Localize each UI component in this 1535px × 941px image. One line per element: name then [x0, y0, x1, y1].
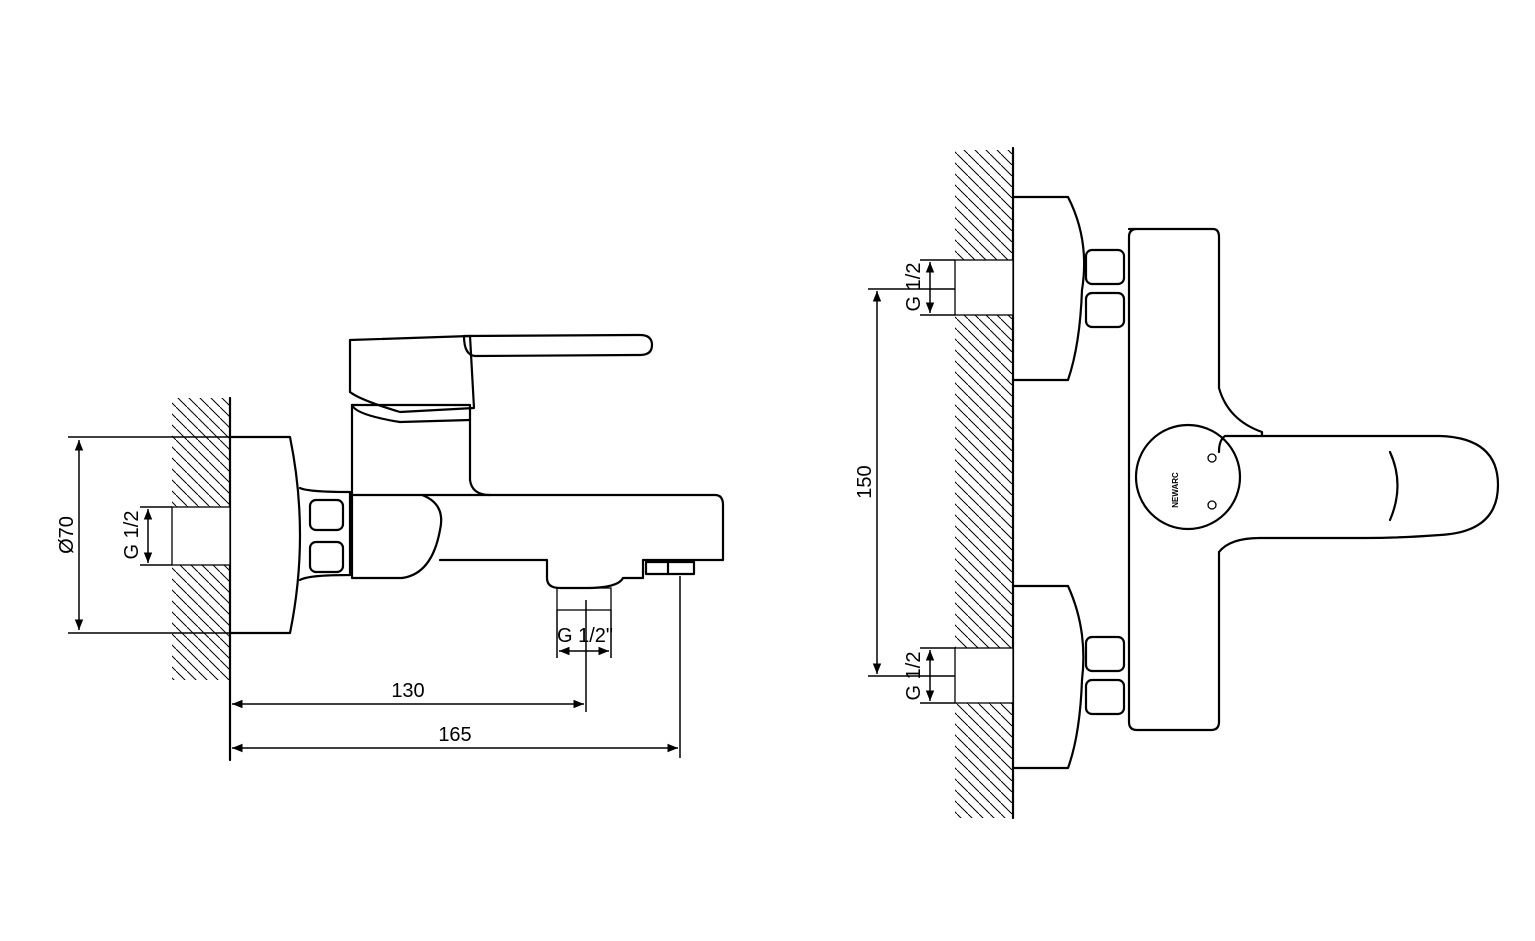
side-body	[350, 403, 725, 590]
front-view: NEWARC G 1/2 G 1/2 150	[854, 146, 1500, 820]
front-top-escutcheon	[1011, 195, 1086, 382]
front-body	[1127, 227, 1264, 732]
side-escutcheon	[228, 435, 302, 635]
front-bottom-escutcheon	[1011, 584, 1085, 770]
side-outlet-thread-label: G 1/2"	[557, 625, 613, 647]
outlet-distance-label: 130	[391, 680, 424, 702]
diameter-dimension: Ø70	[56, 436, 290, 634]
diameter-label: Ø70	[56, 516, 78, 554]
front-top-nut	[1084, 248, 1126, 329]
side-lever	[348, 333, 654, 424]
side-view: Ø70 G 1/2 G 1/2" 130 165	[56, 333, 725, 762]
side-outlet-thread	[556, 587, 612, 611]
spout-distance-label: 165	[438, 724, 471, 746]
brand-logo: NEWARC	[1171, 472, 1180, 508]
center-distance-label: 150	[854, 465, 876, 498]
spout-distance-dimension: 165	[232, 576, 681, 758]
side-outlet-thread-dimension: G 1/2"	[556, 610, 613, 658]
front-lever	[1217, 434, 1500, 554]
side-nut	[298, 486, 352, 582]
outlet-distance-dimension: 130	[232, 600, 587, 712]
side-aerator	[644, 560, 696, 576]
side-body-top	[350, 403, 492, 497]
front-knob: NEWARC	[1134, 423, 1242, 531]
side-inlet-thread-label: G 1/2	[121, 511, 143, 560]
front-bottom-nut	[1084, 635, 1126, 716]
front-wall	[955, 146, 1015, 820]
side-inlet-thread	[171, 506, 231, 566]
front-top-thread-dimension: G 1/2	[903, 259, 955, 316]
side-wall	[172, 396, 232, 762]
center-distance-dimension: 150	[854, 288, 955, 677]
front-bottom-thread	[954, 647, 1014, 704]
front-lever-contour	[1388, 450, 1399, 522]
front-top-thread-label: G 1/2	[903, 263, 925, 312]
front-top-thread	[954, 259, 1014, 316]
side-inlet-thread-dimension: G 1/2	[121, 506, 172, 566]
